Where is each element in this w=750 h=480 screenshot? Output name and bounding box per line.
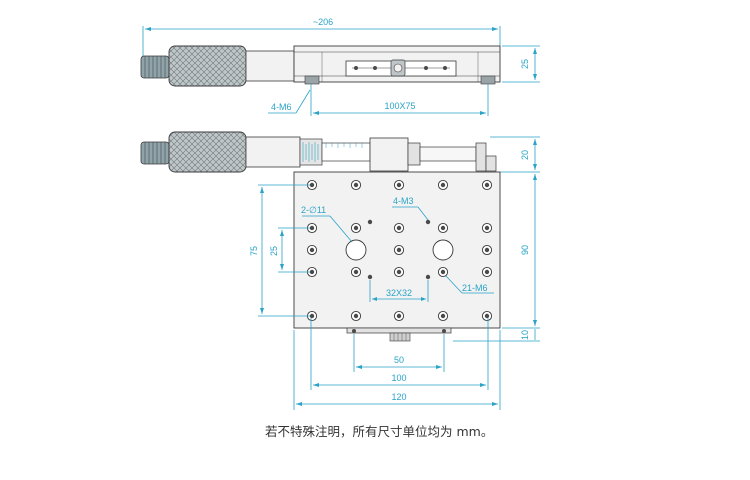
- m6-hole-core: [353, 313, 359, 319]
- overall-length-label: ~206: [313, 17, 333, 27]
- height-total-dimensions: [453, 174, 540, 342]
- m6-label: 21-M6: [462, 283, 488, 293]
- m6-hole-core: [396, 182, 402, 188]
- knob-height-dimension: [490, 136, 540, 173]
- center-pitch-label: 32X32: [386, 288, 412, 298]
- micrometer-knob-side: [140, 45, 295, 87]
- mount-holes-label: 4-M6: [271, 102, 292, 112]
- table-size-dimension: [310, 84, 489, 116]
- m6-hole-core: [484, 313, 490, 319]
- m6-hole-core: [396, 269, 402, 275]
- mount-holes-leader: [268, 89, 311, 114]
- unit-note: 若不特殊注明，所有尺寸单位均为 mm。: [265, 424, 494, 439]
- width-50-label: 50: [394, 355, 404, 365]
- offset-bottom-label: 10: [520, 330, 530, 340]
- width-120-label: 120: [391, 392, 406, 402]
- m6-hole-core: [353, 182, 359, 188]
- m6-leader: [445, 275, 494, 294]
- height-total-label: 90: [520, 245, 530, 255]
- m3-holes: [367, 219, 431, 280]
- width-dimensions: [293, 318, 501, 410]
- micrometer-knob-top: [140, 131, 497, 173]
- m3-leader: [392, 206, 429, 221]
- m6-hole-core: [309, 269, 315, 275]
- m6-hole-core: [440, 313, 446, 319]
- counterbore-leader: [302, 215, 353, 243]
- m3-label: 4-M3: [393, 196, 414, 206]
- m6-hole-core: [309, 247, 315, 253]
- height-dimension-side: [502, 45, 540, 83]
- m6-hole-core: [484, 247, 490, 253]
- top-view: 20: [140, 131, 540, 410]
- pitch-y-outer-label: 75: [249, 246, 259, 256]
- m6-hole-core: [484, 225, 490, 231]
- m6-hole-core: [396, 313, 402, 319]
- center-pitch-dimension: [369, 280, 429, 302]
- table-size-label: 100X75: [384, 101, 415, 111]
- m6-hole-core: [396, 225, 402, 231]
- pitch-y-dimensions: [258, 184, 310, 317]
- width-100-label: 100: [391, 373, 406, 383]
- hole-grid: [306, 179, 493, 322]
- m6-hole-core: [309, 225, 315, 231]
- knob-height-label: 20: [520, 150, 530, 160]
- m6-hole-core: [484, 269, 490, 275]
- m6-hole-core: [309, 182, 315, 188]
- m6-hole-core: [353, 269, 359, 275]
- m6-hole-core: [353, 225, 359, 231]
- m6-hole-core: [440, 225, 446, 231]
- m6-hole-core: [396, 247, 402, 253]
- m6-hole-core: [440, 182, 446, 188]
- m6-hole-core: [440, 269, 446, 275]
- stage-body-side: [293, 45, 501, 85]
- pitch-y-inner-label: 25: [269, 246, 279, 256]
- height-side-label: 25: [520, 59, 530, 69]
- m6-hole-core: [309, 313, 315, 319]
- counterbore-holes: [345, 239, 454, 261]
- counterbore-label: 2-∅11: [301, 205, 326, 215]
- m6-hole-core: [484, 182, 490, 188]
- side-view: ~206: [140, 17, 540, 116]
